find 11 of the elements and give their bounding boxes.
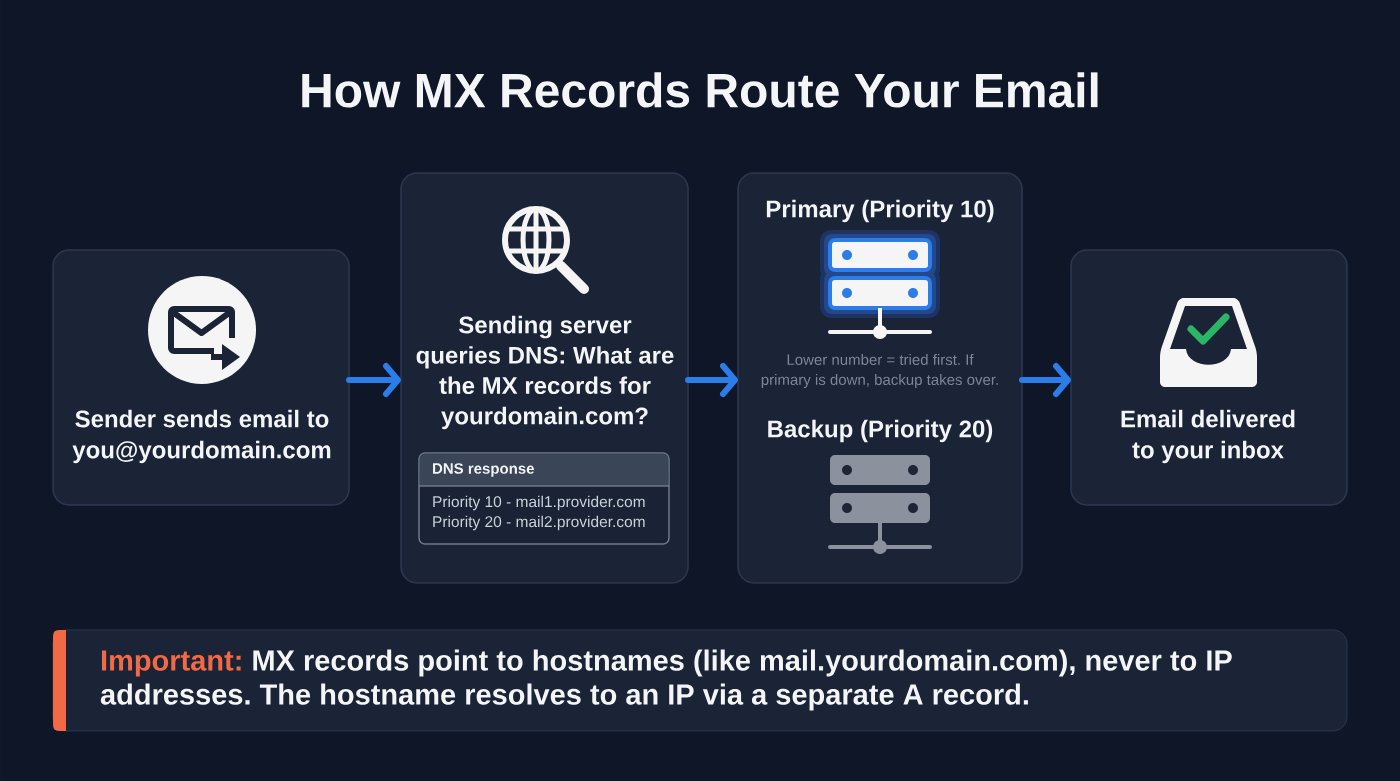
server-label: Backup (Priority 20): [768, 419, 993, 443]
server-label: Primary (Priority 10): [766, 199, 994, 223]
title: How MX Records Route Your Email: [302, 72, 1098, 108]
note-text: Lower number = tried first. If primary is down, backup takes over.: [761, 354, 998, 388]
step-text: Sender sends email to you@yourdomain.com: [72, 409, 331, 464]
table-row: Priority 10 - mail1.provider.com: [433, 495, 645, 511]
step-text: Email delivered to your inbox: [1121, 409, 1295, 464]
table-row: Priority 20 - mail2.provider.com: [433, 515, 645, 531]
step-text: Sending server queries DNS: What are the MX records for yourdomain.com?: [416, 315, 674, 430]
callout-box: Important: MX records point to hostnames (like mail.yourdomain.com), never to IP addresses. The hostname resolves to an IP via a separate A record.: [52, 629, 1348, 732]
table-header: DNS response: [418, 453, 670, 487]
